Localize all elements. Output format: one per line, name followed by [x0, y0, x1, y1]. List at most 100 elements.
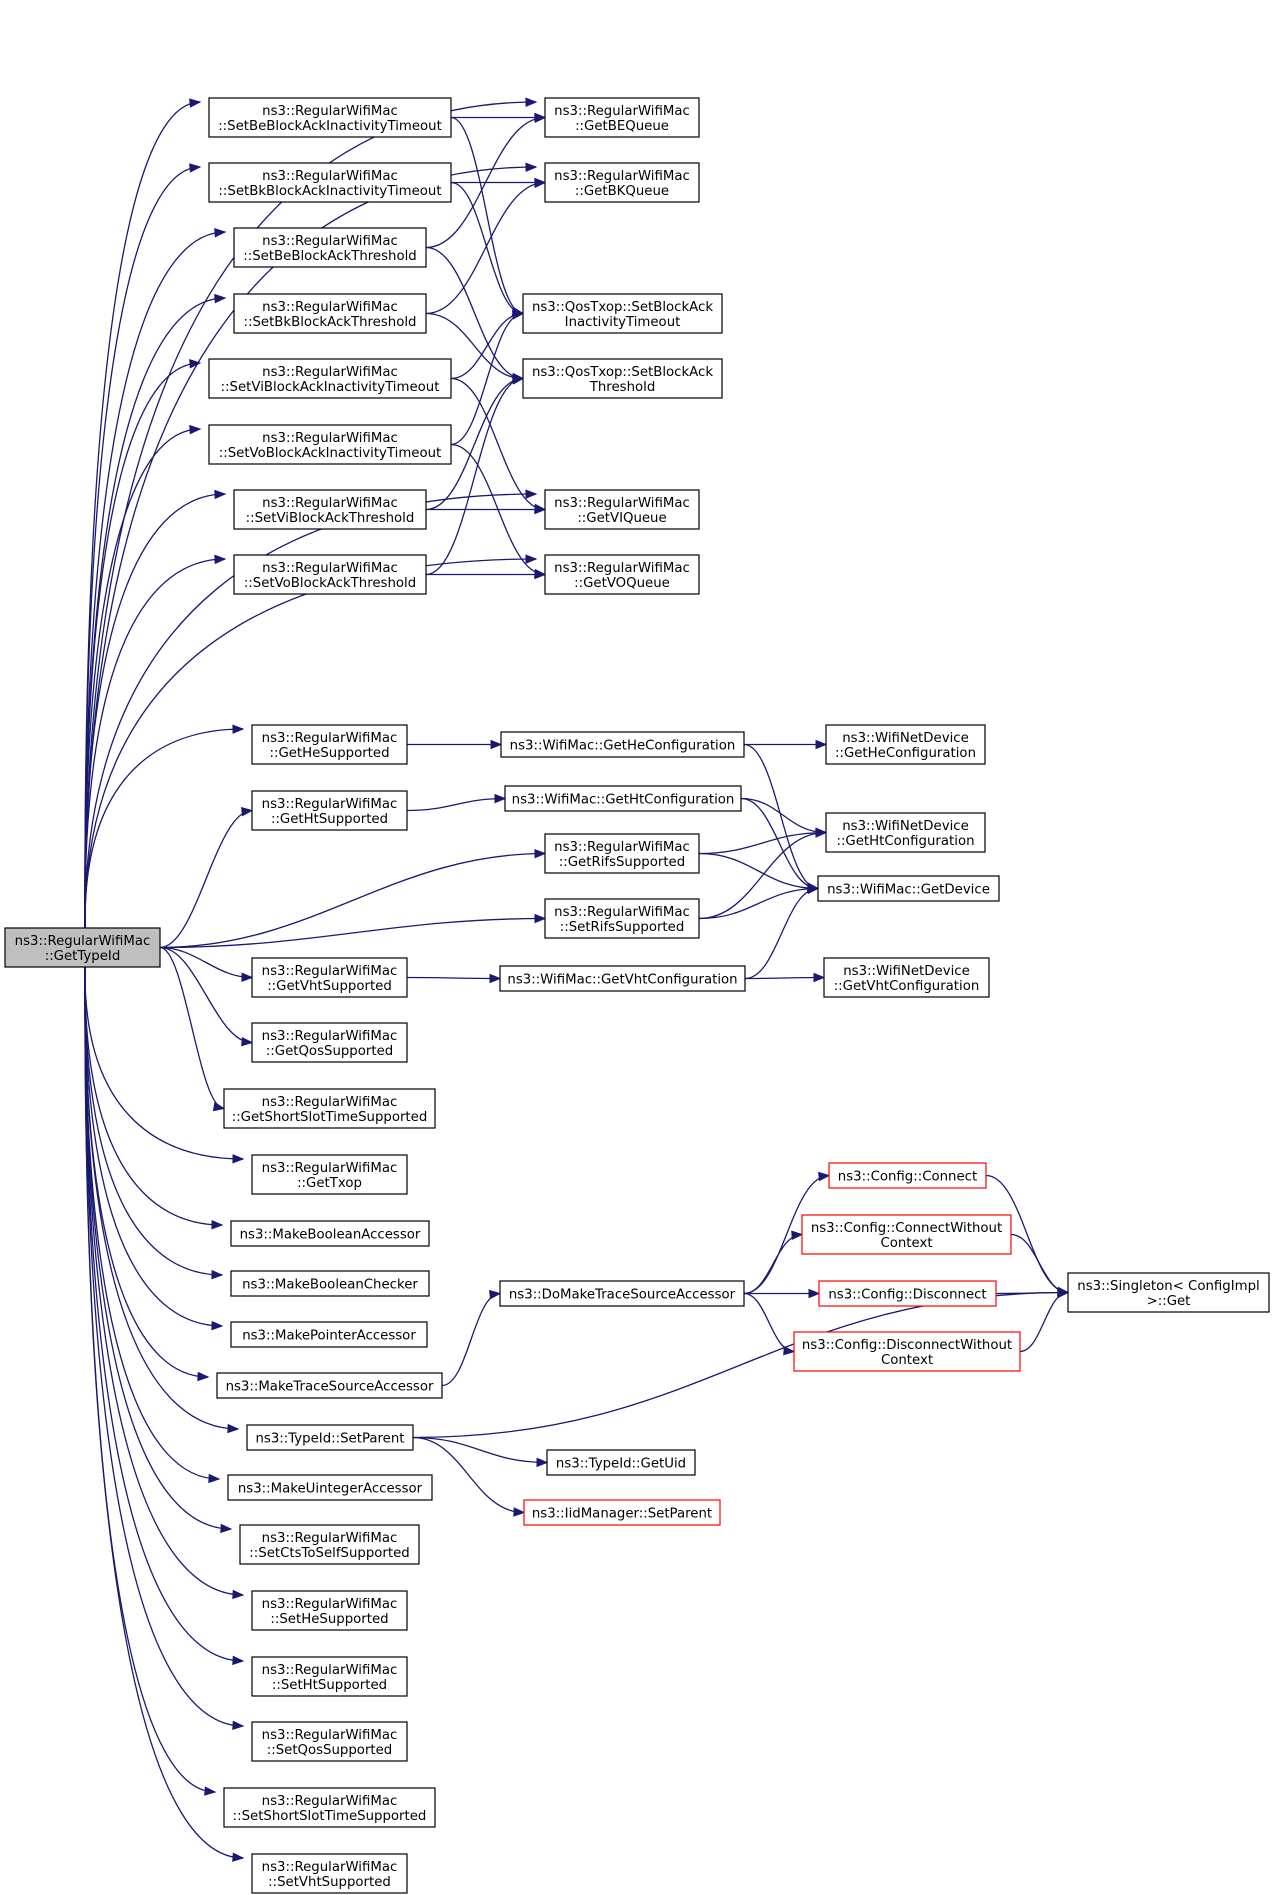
node-set-be-block-ack-threshold[interactable]: ns3::RegularWifiMac::SetBeBlockAckThresh… [233, 227, 427, 268]
node-iid-manager-set-parent[interactable]: ns3::IidManager::SetParent [523, 1499, 721, 1526]
edge-root-to-get-he-supported [84, 724, 245, 929]
node-wifi-mac-get-vht-configuration[interactable]: ns3::WifiMac::GetVhtConfiguration [499, 965, 746, 992]
node-label: ns3::Config::Disconnect [828, 1288, 986, 1303]
node-label: ::GetBKQueue [575, 184, 669, 199]
node-root[interactable]: ns3::RegularWifiMac::GetTypeId [4, 927, 161, 968]
edge-root-to-set-vo-block-ack-threshold [84, 554, 227, 929]
node-set-he-supported[interactable]: ns3::RegularWifiMac::SetHeSupported [251, 1590, 408, 1631]
node-get-txop[interactable]: ns3::RegularWifiMac::GetTxop [251, 1154, 408, 1195]
node-net-device-get-he-configuration[interactable]: ns3::WifiNetDevice::GetHeConfiguration [825, 724, 986, 765]
node-get-bequeue[interactable]: ns3::RegularWifiMac::GetBEQueue [544, 97, 700, 138]
node-label: ::SetVhtSupported [268, 1875, 391, 1890]
node-box [208, 424, 452, 465]
node-set-ht-supported[interactable]: ns3::RegularWifiMac::SetHtSupported [251, 1656, 408, 1697]
node-set-rifs-supported[interactable]: ns3::RegularWifiMac::SetRifsSupported [544, 898, 700, 939]
edge-root-to-make-boolean-checker [84, 966, 224, 1280]
node-type-id-set-parent[interactable]: ns3::TypeId::SetParent [246, 1424, 414, 1451]
node-set-qos-supported[interactable]: ns3::RegularWifiMac::SetQosSupported [251, 1721, 408, 1762]
edge-root-to-get-rifs-supported [159, 848, 547, 949]
node-box [239, 1524, 420, 1565]
edge-get-rifs-supported-to-net-device-get-ht-configuration [698, 827, 828, 855]
node-make-boolean-checker[interactable]: ns3::MakeBooleanChecker [230, 1270, 430, 1297]
node-box [223, 1787, 436, 1828]
node-label: ns3::MakeTraceSourceAccessor [226, 1380, 434, 1395]
edge-root-to-get-ht-supported [159, 806, 254, 949]
node-box [823, 957, 990, 998]
node-label: ns3::RegularWifiMac [262, 169, 398, 184]
node-box [1067, 1272, 1270, 1313]
edge-root-to-set-be-block-ack-threshold [84, 227, 227, 929]
node-label: ns3::RegularWifiMac [262, 561, 398, 576]
node-set-vi-block-ack-threshold[interactable]: ns3::RegularWifiMac::SetViBlockAckThresh… [233, 489, 427, 530]
node-set-bk-block-ack-inactivity-timeout[interactable]: ns3::RegularWifiMac::SetBkBlockAckInacti… [208, 162, 452, 203]
edge-type-id-set-parent-to-iid-manager-set-parent [412, 1436, 526, 1517]
node-box [233, 227, 427, 268]
node-wifi-mac-get-ht-configuration[interactable]: ns3::WifiMac::GetHtConfiguration [504, 785, 742, 812]
node-layer: ns3::RegularWifiMac::GetTypeIdns3::Regul… [4, 97, 1270, 1894]
node-net-device-get-ht-configuration[interactable]: ns3::WifiNetDevice::GetHtConfiguration [825, 812, 986, 853]
node-label: ::SetHeSupported [270, 1612, 388, 1627]
node-label: ::GetQosSupported [266, 1044, 393, 1059]
node-config-connect[interactable]: ns3::Config::Connect [828, 1162, 987, 1189]
edge-root-to-set-vi-block-ack-inactivity-timeout [84, 358, 202, 929]
node-label: Context [880, 1236, 932, 1251]
node-label: ::GetHeConfiguration [835, 746, 976, 761]
node-wifi-mac-get-device[interactable]: ns3::WifiMac::GetDevice [817, 875, 1000, 902]
node-do-make-trace-source-accessor[interactable]: ns3::DoMakeTraceSourceAccessor [499, 1280, 745, 1307]
node-label: ::SetCtsToSelfSupported [249, 1546, 409, 1561]
node-make-boolean-accessor[interactable]: ns3::MakeBooleanAccessor [230, 1220, 430, 1247]
node-set-bk-block-ack-threshold[interactable]: ns3::RegularWifiMac::SetBkBlockAckThresh… [233, 293, 427, 334]
node-set-vo-block-ack-inactivity-timeout[interactable]: ns3::RegularWifiMac::SetVoBlockAckInacti… [208, 424, 452, 465]
node-box [523, 1499, 721, 1526]
node-label: ns3::WifiMac::GetDevice [827, 883, 990, 898]
node-set-vi-block-ack-inactivity-timeout[interactable]: ns3::RegularWifiMac::SetViBlockAckInacti… [208, 358, 452, 399]
node-type-id-get-uid[interactable]: ns3::TypeId::GetUid [546, 1449, 696, 1476]
node-qos-set-block-ack-inactivity-timeout[interactable]: ns3::QosTxop::SetBlockAckInactivityTimeo… [522, 293, 723, 334]
node-label: ::SetViBlockAckThreshold [246, 511, 415, 526]
node-make-pointer-accessor[interactable]: ns3::MakePointerAccessor [230, 1321, 428, 1348]
node-singleton-get[interactable]: ns3::Singleton< ConfigImpl >::Get [1067, 1272, 1270, 1313]
node-label: ::SetBkBlockAckInactivityTimeout [218, 184, 441, 199]
node-get-vht-supported[interactable]: ns3::RegularWifiMac::GetVhtSupported [251, 957, 408, 998]
edge-root-to-set-qos-supported [84, 966, 245, 1731]
node-label: ::GetVhtConfiguration [834, 979, 980, 994]
node-label: ns3::QosTxop::SetBlockAck [532, 300, 713, 315]
node-box [216, 1372, 443, 1399]
node-box [251, 1853, 408, 1894]
node-box [544, 489, 700, 530]
node-make-trace-source-accessor[interactable]: ns3::MakeTraceSourceAccessor [216, 1372, 443, 1399]
node-make-uinteger-accessor[interactable]: ns3::MakeUintegerAccessor [227, 1474, 433, 1501]
node-box [504, 785, 742, 812]
node-wifi-mac-get-he-configuration[interactable]: ns3::WifiMac::GetHeConfiguration [500, 731, 745, 758]
node-get-ht-supported[interactable]: ns3::RegularWifiMac::GetHtSupported [251, 790, 408, 831]
edge-root-to-make-uinteger-accessor [84, 966, 221, 1484]
node-get-voqueue[interactable]: ns3::RegularWifiMac::GetVOQueue [544, 554, 700, 595]
node-set-vht-supported[interactable]: ns3::RegularWifiMac::SetVhtSupported [251, 1853, 408, 1894]
node-net-device-get-vht-configuration[interactable]: ns3::WifiNetDevice::GetVhtConfiguration [823, 957, 990, 998]
node-set-cts-to-self-supported[interactable]: ns3::RegularWifiMac::SetCtsToSelfSupport… [239, 1524, 420, 1565]
node-set-short-slot-time-supported[interactable]: ns3::RegularWifiMac::SetShortSlotTimeSup… [223, 1787, 436, 1828]
node-set-be-block-ack-inactivity-timeout[interactable]: ns3::RegularWifiMac::SetBeBlockAckInacti… [208, 97, 452, 138]
node-get-he-supported[interactable]: ns3::RegularWifiMac::GetHeSupported [251, 724, 408, 765]
node-label: ns3::RegularWifiMac [554, 169, 690, 184]
node-set-vo-block-ack-threshold[interactable]: ns3::RegularWifiMac::SetVoBlockAckThresh… [233, 554, 427, 595]
node-label: ::GetVOQueue [574, 576, 670, 591]
node-label: ::GetRifsSupported [559, 855, 685, 870]
node-box [230, 1270, 430, 1297]
node-label: Threshold [589, 380, 656, 395]
node-get-bkqueue[interactable]: ns3::RegularWifiMac::GetBKQueue [544, 162, 700, 203]
node-get-viqueue[interactable]: ns3::RegularWifiMac::GetVIQueue [544, 489, 700, 530]
node-label: ::GetHeSupported [269, 746, 389, 761]
node-box [251, 1022, 408, 1063]
edge-type-id-set-parent-to-type-id-get-uid [412, 1436, 549, 1468]
node-get-rifs-supported[interactable]: ns3::RegularWifiMac::GetRifsSupported [544, 833, 700, 874]
node-box [251, 1721, 408, 1762]
node-config-disconnect[interactable]: ns3::Config::Disconnect [818, 1280, 997, 1307]
node-get-qos-supported[interactable]: ns3::RegularWifiMac::GetQosSupported [251, 1022, 408, 1063]
node-label: ::GetHtSupported [271, 812, 388, 827]
node-get-short-slot-time-supported[interactable]: ns3::RegularWifiMac::GetShortSlotTimeSup… [223, 1088, 436, 1129]
node-label: ns3::RegularWifiMac [262, 731, 398, 746]
